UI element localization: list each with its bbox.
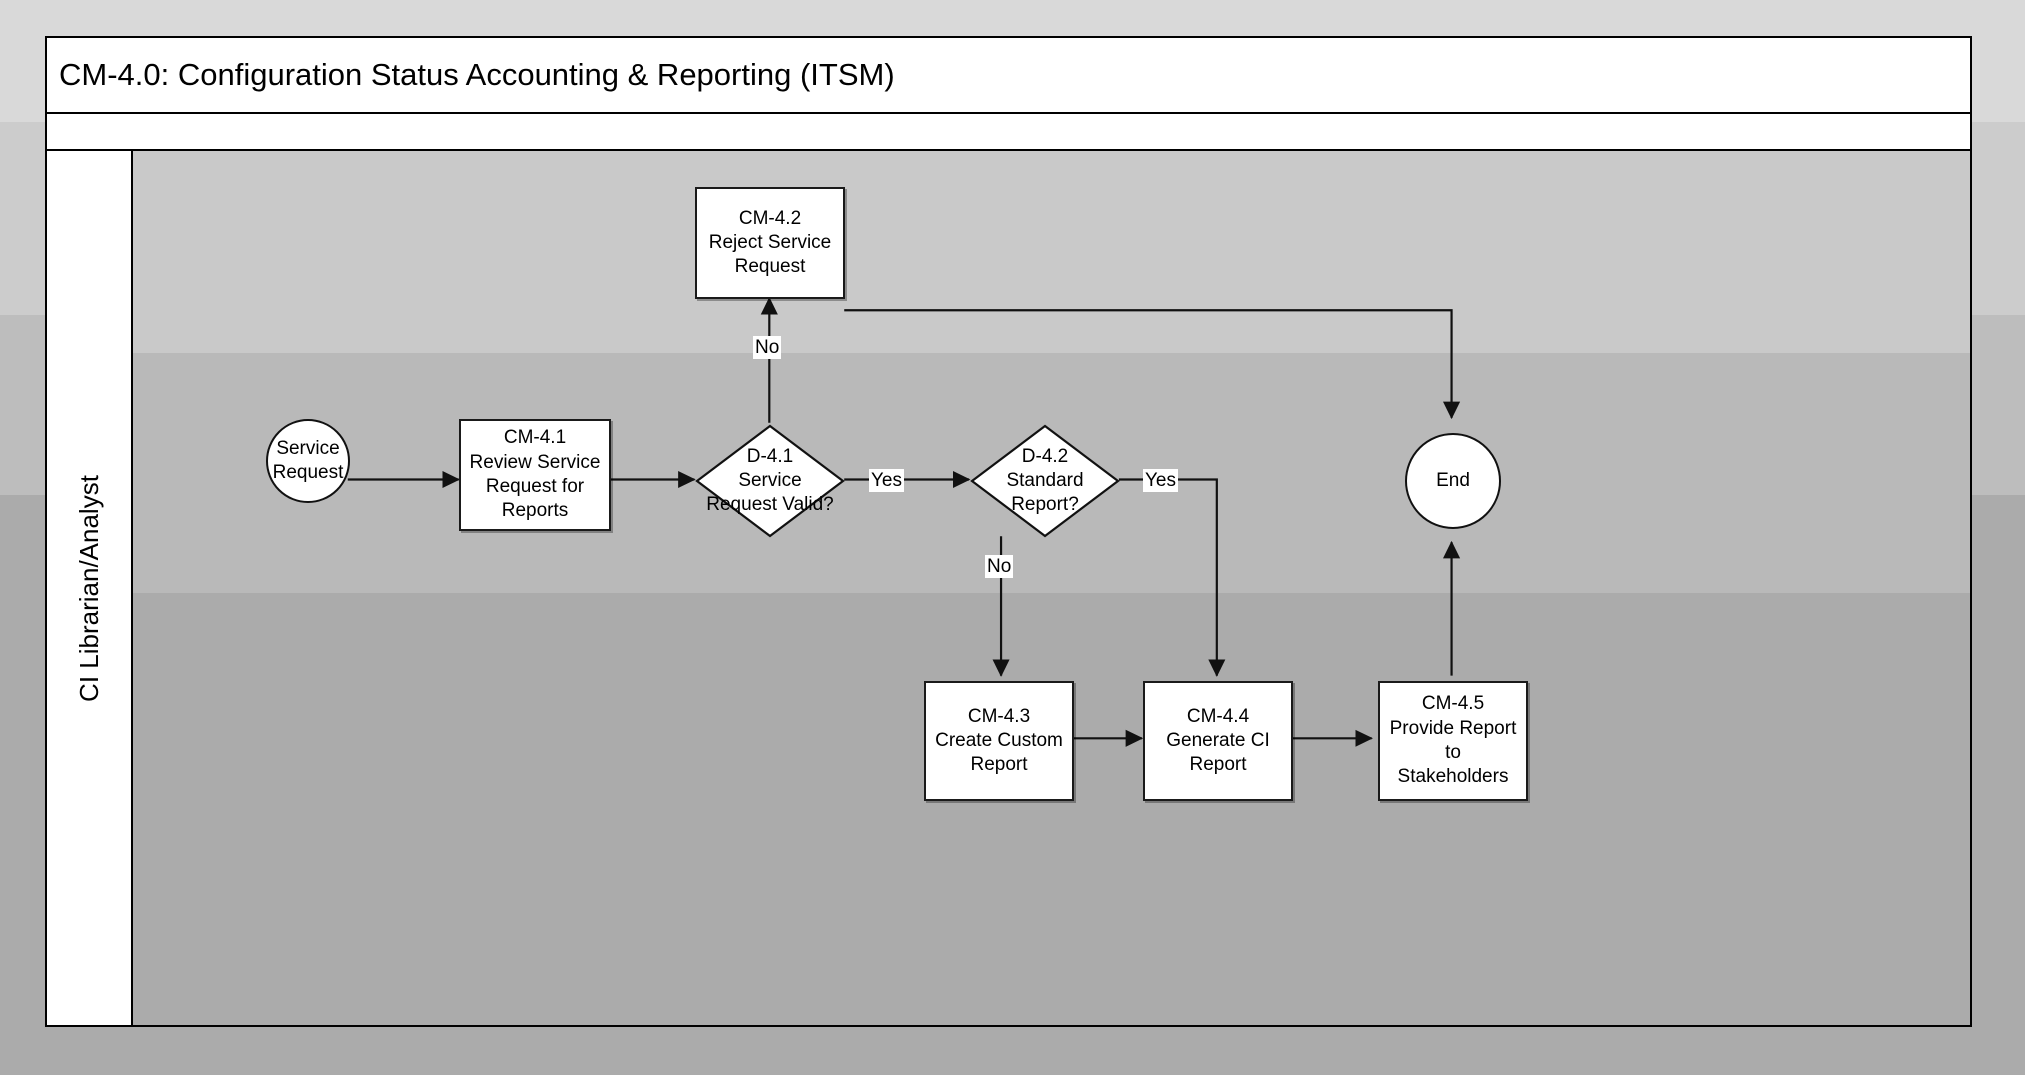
node-cm44-generate-ci-report[interactable]: CM-4.4 Generate CI Report (1143, 681, 1293, 801)
node-cm43-line3: Report (970, 754, 1028, 776)
lane-body: Service Request CM-4.1 Review Service Re… (133, 151, 1970, 1025)
node-cm45-line2: Provide Report to (1389, 717, 1517, 763)
node-cm44-line1: CM-4.4 (1186, 705, 1250, 727)
node-cm42-line3: Request (734, 256, 806, 278)
swimlane-band-3 (133, 593, 1970, 1025)
node-cm44-line3: Report (1189, 754, 1247, 776)
header-row (47, 114, 1970, 151)
node-cm43-line2: Create Custom (935, 729, 1063, 751)
node-cm44-line2: Generate CI (1166, 729, 1270, 751)
node-cm43-create-custom-report[interactable]: CM-4.3 Create Custom Report (924, 681, 1074, 801)
node-end[interactable]: End (1405, 433, 1501, 529)
node-start-line2: Request (272, 462, 344, 483)
node-cm45-line1: CM-4.5 (1421, 693, 1485, 715)
node-d41-service-request-valid[interactable]: D-4.1 Service Request Valid? (695, 424, 845, 538)
edge-label-d42-no: No (985, 555, 1014, 578)
node-cm42-line1: CM-4.2 (738, 207, 802, 229)
d41-diamond-shape (695, 424, 845, 538)
node-cm41-line1: CM-4.1 (503, 427, 567, 449)
node-cm41-line3: Request for (485, 476, 585, 497)
edge-cm42-to-end (844, 309, 1461, 420)
node-cm41-review-service-request[interactable]: CM-4.1 Review Service Request for Report… (459, 419, 611, 531)
edge-label-d41-yes: Yes (869, 469, 904, 492)
connector-layer (347, 297, 1461, 747)
swimlane-band-1 (133, 151, 1970, 353)
d42-diamond-shape (970, 424, 1120, 538)
node-cm42-reject-service-request[interactable]: CM-4.2 Reject Service Request (695, 187, 845, 299)
lane-label-column: CI Librarian/Analyst (47, 151, 133, 1025)
edge-label-d42-yes: Yes (1143, 469, 1178, 492)
edge-label-d41-no: No (753, 336, 782, 359)
node-d42-standard-report[interactable]: D-4.2 Standard Report? (970, 424, 1120, 538)
page-title: CM-4.0: Configuration Status Accounting … (59, 57, 895, 92)
diagram-frame: CM-4.0: Configuration Status Accounting … (45, 36, 1972, 1027)
node-cm42-line2: Reject Service (708, 231, 832, 253)
node-cm45-provide-report-to-stakeholders[interactable]: CM-4.5 Provide Report to Stakeholders (1378, 681, 1528, 801)
node-cm45-line3: Stakeholders (1397, 766, 1509, 788)
title-row: CM-4.0: Configuration Status Accounting … (47, 38, 1970, 114)
lane-area: CI Librarian/Analyst (47, 151, 1970, 1025)
lane-label: CI Librarian/Analyst (73, 474, 104, 702)
node-cm43-line1: CM-4.3 (967, 705, 1031, 727)
node-start-service-request[interactable]: Service Request (266, 419, 350, 503)
node-end-line1: End (1436, 469, 1470, 491)
edge-d42-yes-to-cm44 (1118, 478, 1226, 677)
node-cm41-line4: Reports (501, 500, 569, 522)
node-start-line1: Service (276, 437, 340, 459)
node-cm41-line2: Review Service (469, 451, 601, 473)
